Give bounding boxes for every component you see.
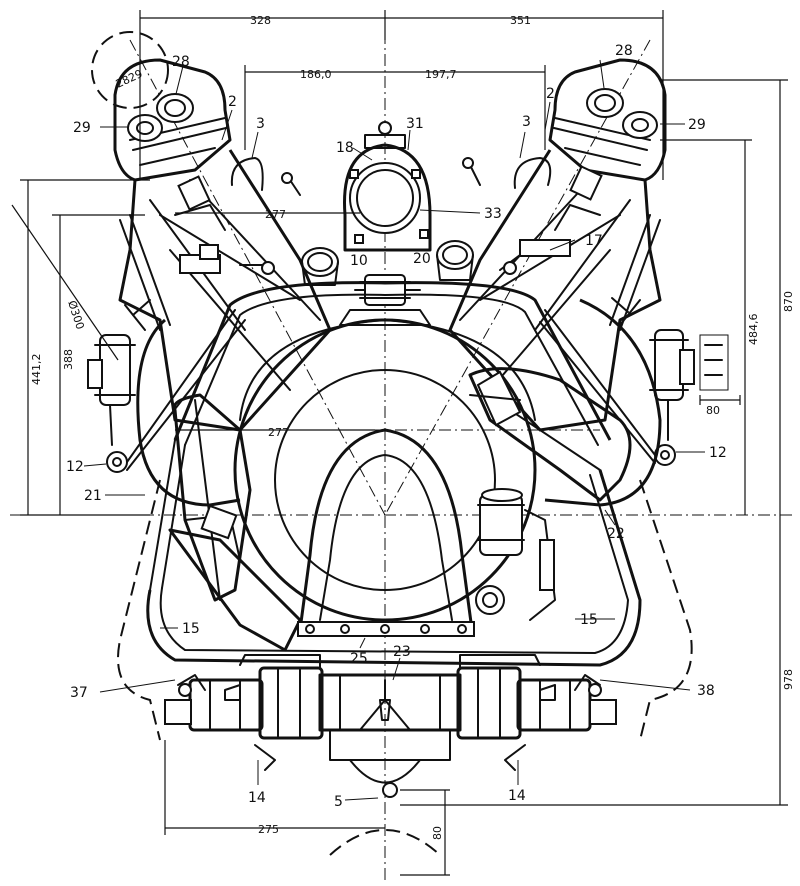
exhaust-flange-icon xyxy=(156,93,194,123)
label-12-left: 12 xyxy=(66,459,84,475)
dim-left-height-outer: 441,2 xyxy=(30,354,43,386)
label-12-right: 12 xyxy=(709,445,727,461)
right-cylinder-bank xyxy=(448,58,729,466)
label-3-left: 3 xyxy=(256,116,265,132)
dim-top-left: 328 xyxy=(250,14,271,27)
dim-right-height-outer: 870 xyxy=(782,291,795,312)
dim-cyl-width-lower: 277 xyxy=(268,426,289,439)
dim-bottom-offset: 275 xyxy=(258,823,279,836)
dim-small-detail-width: 80 xyxy=(706,404,720,417)
dim-left-bore: Ø300 xyxy=(65,299,87,331)
label-14-left: 14 xyxy=(248,790,266,806)
label-15-right: 15 xyxy=(580,612,598,628)
dim-right-height-lower: 978 xyxy=(782,669,795,690)
dimension-text: 328 351 186,0 197,7 277 277 441,2 388 Ø3… xyxy=(30,14,795,840)
label-38: 38 xyxy=(697,683,715,699)
label-14-right: 14 xyxy=(508,788,526,804)
label-20: 20 xyxy=(413,251,431,267)
exhaust-flange-icon xyxy=(586,88,624,118)
label-2-right: 2 xyxy=(546,86,555,102)
central-arch xyxy=(297,428,475,637)
part-labels: 2829 28 29 2 3 18 31 33 10 20 28 29 2 3 … xyxy=(66,43,727,810)
label-37: 37 xyxy=(70,685,88,701)
dim-left-height-inner: 388 xyxy=(62,349,75,370)
left-cylinder-bank xyxy=(87,58,332,473)
label-28-left: 28 xyxy=(172,54,190,70)
dim-cyl-width-upper: 277 xyxy=(265,208,286,221)
dimension-lines xyxy=(11,10,788,876)
label-28-right: 28 xyxy=(615,43,633,59)
label-33: 33 xyxy=(484,206,502,222)
exhaust-flange-icon xyxy=(622,111,658,139)
label-31: 31 xyxy=(406,116,424,132)
label-22: 22 xyxy=(607,526,625,542)
exhaust-flange-icon xyxy=(127,114,163,142)
mounting-loop xyxy=(146,439,642,667)
label-17: 17 xyxy=(585,233,603,249)
dim-inner-right: 197,7 xyxy=(425,68,457,81)
dim-inner-left: 186,0 xyxy=(300,68,332,81)
dim-bottom-height: 80 xyxy=(431,826,444,840)
label-18: 18 xyxy=(336,140,354,156)
crankcase-body xyxy=(136,281,662,652)
label-5: 5 xyxy=(334,794,343,810)
label-10: 10 xyxy=(350,253,368,269)
bolt-icon xyxy=(106,451,128,473)
drive-train xyxy=(164,654,617,798)
label-23: 23 xyxy=(393,644,411,660)
dim-right-height-inner: 484,6 xyxy=(747,314,760,346)
label-29-left: 29 xyxy=(73,120,91,136)
outer-envelope xyxy=(91,31,693,856)
dim-top-right: 351 xyxy=(510,14,531,27)
leader-lines xyxy=(83,59,705,801)
label-15-left: 15 xyxy=(182,621,200,637)
label-2-left: 2 xyxy=(228,94,237,110)
label-21: 21 xyxy=(84,488,102,504)
label-3-right: 3 xyxy=(522,114,531,130)
label-25: 25 xyxy=(350,651,368,667)
label-29-right: 29 xyxy=(688,117,706,133)
